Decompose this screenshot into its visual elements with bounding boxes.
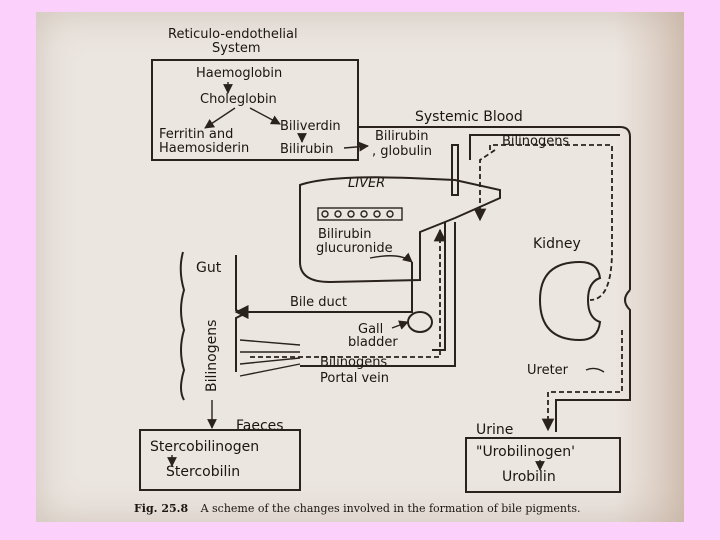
bilirubin-globulin-line1: Bilirubin — [375, 129, 428, 144]
biliverdin-label: Biliverdin — [280, 119, 341, 134]
urine-label: Urine — [476, 422, 513, 438]
kidney-vessel — [624, 289, 631, 380]
res-box — [151, 59, 359, 161]
bile-duct-label: Bile duct — [290, 295, 347, 310]
arrow-to-biliverdin — [249, 107, 281, 125]
kidney-label: Kidney — [533, 236, 581, 252]
systemic-blood-label: Systemic Blood — [415, 109, 523, 125]
portal-tributaries — [239, 339, 301, 377]
kidney-outline — [538, 260, 602, 342]
bilinogens-portal-label: Bilinogens — [320, 355, 387, 370]
gut-label: Gut — [196, 260, 222, 276]
faeces-label: Faeces — [236, 418, 284, 434]
bilirubin-res-label: Bilirubin — [280, 142, 333, 157]
caption-number: Fig. 25.8 — [134, 502, 188, 515]
bilirubin-globulin-line2: , globulin — [372, 144, 432, 159]
urobilin-label: Urobilin — [502, 469, 556, 485]
gut-wall-left — [179, 251, 186, 401]
bilinogens-gut-label: Bilinogens — [204, 320, 220, 392]
ferritin-label-line1: Ferritin and — [159, 127, 233, 142]
figure-caption: Fig. 25.8 A scheme of the changes involv… — [134, 499, 581, 516]
bile-duct-line — [234, 262, 413, 319]
bilinogens-return-path — [473, 149, 496, 222]
ureter-label: Ureter — [527, 363, 569, 378]
bilinogens-blood-path — [489, 144, 613, 250]
hepatic-vessel — [432, 222, 446, 351]
bladder-label: bladder — [348, 335, 398, 350]
bilirubin-glucuronide-line2: glucuronide — [316, 241, 393, 256]
caption-text: A scheme of the changes involved in the … — [200, 502, 581, 515]
ureter-dashed-path — [541, 330, 623, 432]
stercobilinogen-label: Stercobilinogen — [150, 439, 259, 455]
gall-label: Gall — [358, 322, 383, 337]
systemic-blood-outer-line — [358, 126, 631, 290]
portal-vein-line — [300, 222, 456, 367]
faeces-box — [139, 429, 301, 491]
res-title-line2: System — [212, 41, 260, 56]
liver-outline — [299, 176, 501, 284]
blood-inner-line — [469, 134, 620, 160]
urobilinogen-label: "Urobilinogen' — [476, 444, 575, 460]
arrow-bilirubin-to-blood — [343, 141, 369, 152]
ureter-pointer — [585, 367, 605, 373]
gall-bladder — [407, 311, 433, 333]
hepatocyte-chain — [317, 207, 403, 221]
urine-box — [465, 437, 621, 493]
gut-wall-right — [235, 255, 247, 372]
ureter-outer-line — [555, 380, 631, 432]
scanned-figure — [36, 12, 684, 522]
res-title-line1: Reticulo-endothelial — [168, 27, 298, 42]
gall-pointer — [391, 320, 409, 330]
vessel-left — [451, 144, 459, 196]
ferritin-label-line2: Haemosiderin — [159, 141, 249, 156]
haemoglobin-label: Haemoglobin — [196, 66, 282, 81]
stercobilin-label: Stercobilin — [166, 464, 240, 480]
arrow-to-ferritin — [204, 107, 236, 129]
portal-vein-label: Portal vein — [320, 371, 389, 386]
arrow-to-bile-canaliculus — [369, 252, 413, 263]
kidney-filtration-path — [589, 249, 613, 301]
liver-label: LIVER — [348, 176, 385, 191]
page-shadow — [614, 12, 684, 522]
bilirubin-glucuronide-line1: Bilirubin — [318, 227, 371, 242]
bilinogens-blood-label: Bilinogens — [502, 134, 569, 149]
portal-bilinogens-path — [250, 228, 447, 358]
choleglobin-label: Choleglobin — [200, 92, 277, 107]
